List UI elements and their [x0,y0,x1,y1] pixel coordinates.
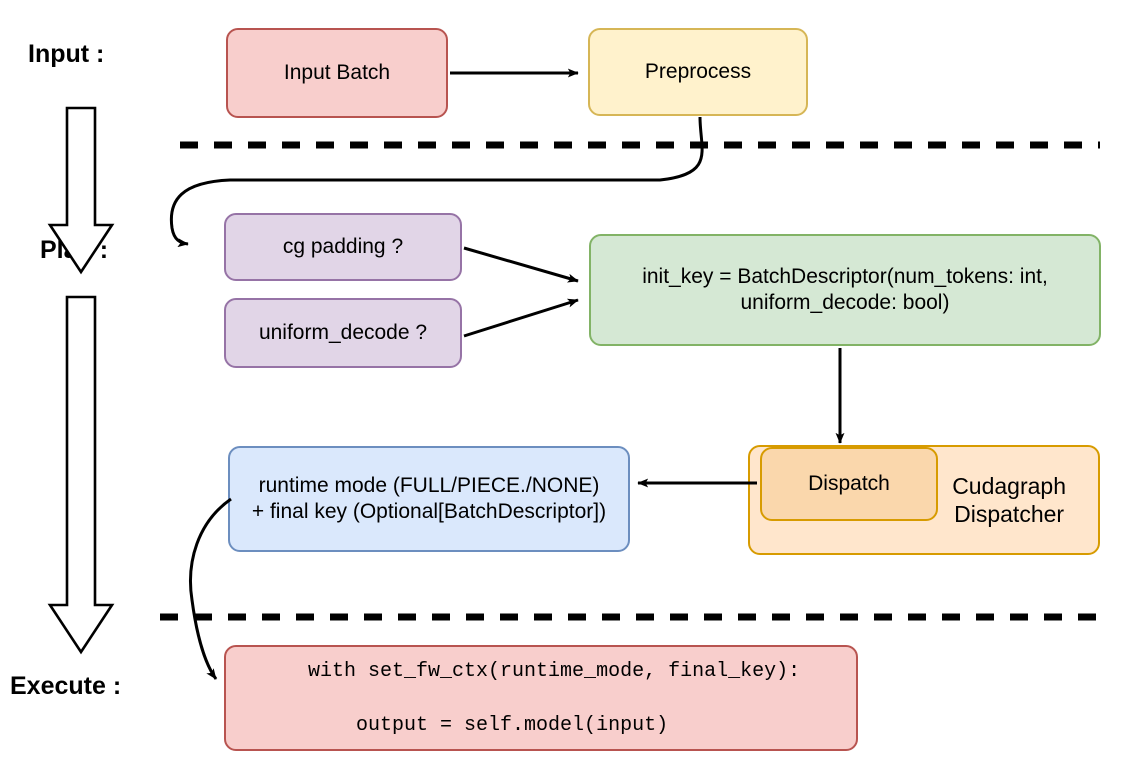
node-uniform-decode-label: uniform_decode ? [258,321,428,345]
plan-to-execute-block-arrow [47,295,115,655]
node-dispatch[interactable]: Dispatch [760,447,938,521]
node-code-block-line2: output = self.model(input) [308,713,669,737]
edge-uniform-decode-to-init-key [463,298,579,338]
node-runtime-mode-text: runtime mode (FULL/PIECE./NONE) + final … [244,473,614,524]
node-code-block-text: with set_fw_ctx(runtime_mode, final_key)… [226,631,800,766]
node-code-block-line1: with set_fw_ctx(runtime_mode, final_key)… [308,659,801,683]
node-preprocess[interactable]: Preprocess [588,28,808,116]
node-init-key[interactable]: init_key = BatchDescriptor(num_tokens: i… [589,234,1101,346]
node-cudagraph-dispatcher-line1: Cudagraph [952,472,1066,499]
stage-label-execute: Execute : [10,672,122,700]
node-runtime-mode-line2: + final key (Optional[BatchDescriptor]) [251,500,607,523]
node-runtime-mode-line1: runtime mode (FULL/PIECE./NONE) [258,474,600,498]
node-init-key-line2: uniform_decode: bool) [740,291,950,314]
edge-cg-padding-to-init-key [463,246,579,283]
node-cudagraph-dispatcher-line2: Dispatcher [954,501,1065,527]
stage-label-plan: Plan : [40,236,109,264]
node-cudagraph-dispatcher-text: Cudagraph Dispatcher [944,472,1074,528]
node-input-batch[interactable]: Input Batch [226,28,448,118]
node-cg-padding-label: cg padding ? [282,235,404,259]
node-runtime-mode[interactable]: runtime mode (FULL/PIECE./NONE) + final … [228,446,630,552]
node-init-key-line1: init_key = BatchDescriptor(num_tokens: i… [642,265,1048,289]
node-uniform-decode[interactable]: uniform_decode ? [224,298,462,368]
node-cg-padding[interactable]: cg padding ? [224,213,462,281]
node-dispatch-label: Dispatch [808,472,890,496]
node-preprocess-label: Preprocess [644,60,752,84]
node-code-block[interactable]: with set_fw_ctx(runtime_mode, final_key)… [224,645,858,751]
node-init-key-text: init_key = BatchDescriptor(num_tokens: i… [634,264,1056,315]
node-input-batch-label: Input Batch [283,61,391,85]
stage-label-input: Input : [28,40,105,68]
